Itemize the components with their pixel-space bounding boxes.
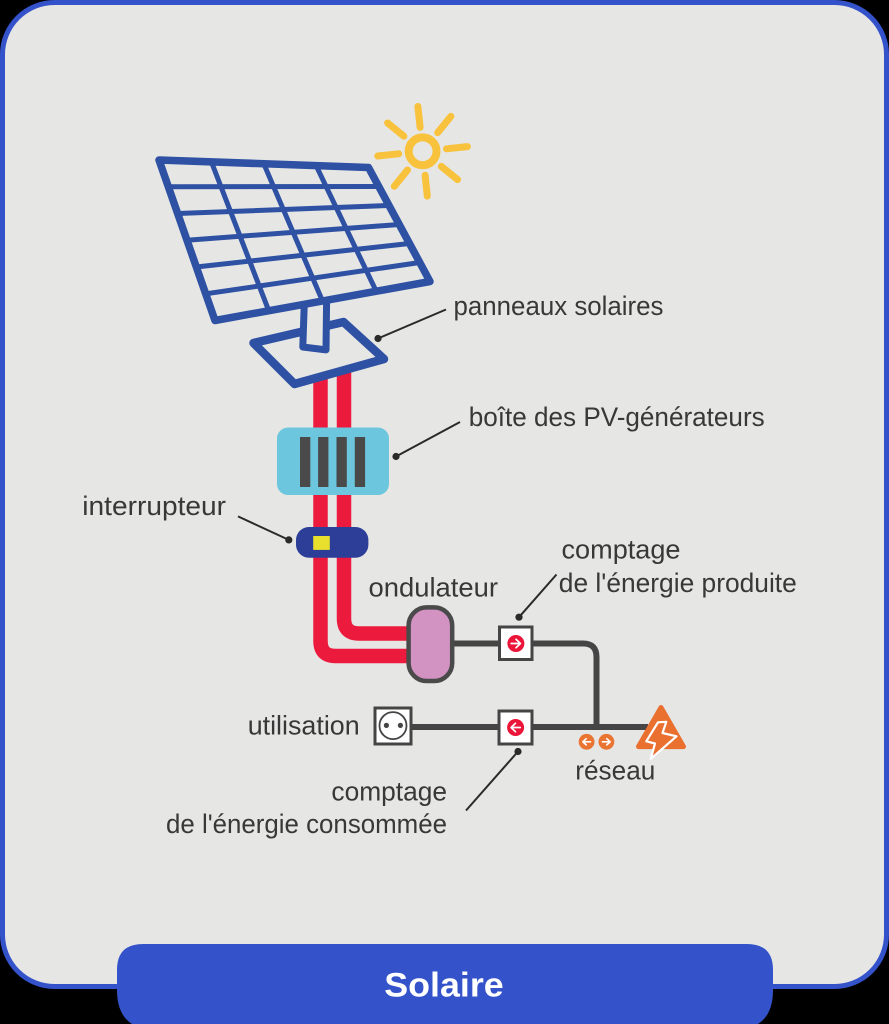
svg-text:comptage: comptage — [562, 535, 681, 565]
svg-text:Solaire: Solaire — [384, 967, 503, 1005]
svg-text:panneaux solaires: panneaux solaires — [454, 291, 664, 321]
svg-text:boîte des PV-générateurs: boîte des PV-générateurs — [469, 402, 765, 432]
svg-text:ondulateur: ondulateur — [369, 573, 499, 603]
svg-text:réseau: réseau — [575, 756, 655, 786]
svg-text:interrupteur: interrupteur — [82, 491, 226, 521]
svg-text:de l'énergie produite: de l'énergie produite — [559, 568, 797, 598]
svg-text:utilisation: utilisation — [248, 711, 360, 741]
svg-text:de l'énergie consommée: de l'énergie consommée — [166, 809, 447, 839]
svg-text:comptage: comptage — [331, 777, 447, 807]
